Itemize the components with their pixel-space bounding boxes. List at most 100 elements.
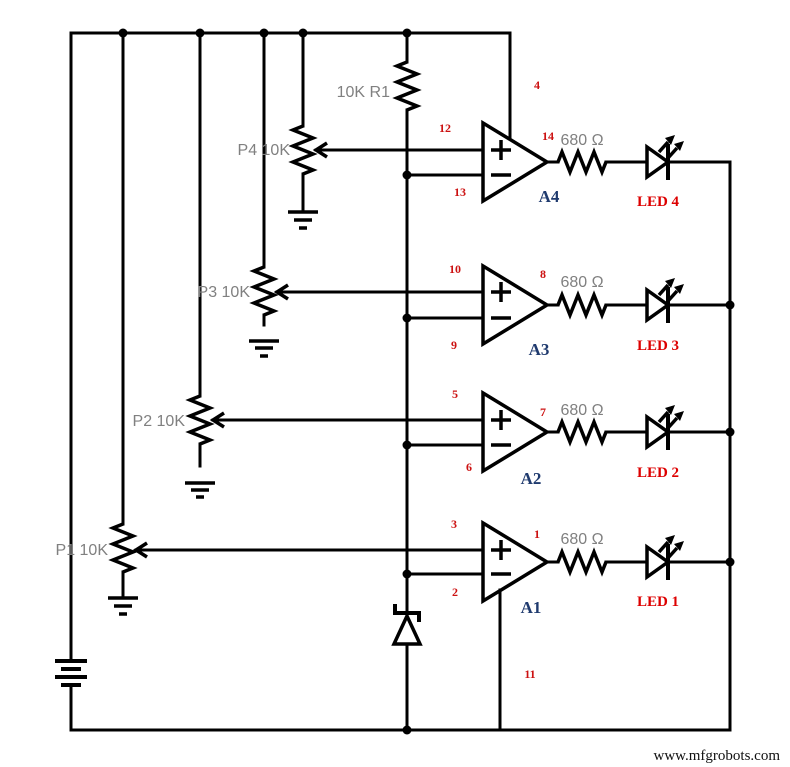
resistor-680-ch1-symbol xyxy=(556,547,608,577)
led3-arrow2 xyxy=(666,289,679,303)
led4-arrow2-head xyxy=(674,141,684,151)
junction-dot xyxy=(402,569,412,579)
opamp-a3 xyxy=(405,262,560,348)
a1-name-label: A1 xyxy=(521,598,542,617)
led1-arrow1 xyxy=(657,540,670,554)
a4-pin-vcc-label: 4 xyxy=(534,78,540,92)
led4-arrow1 xyxy=(657,140,670,154)
channel-4-output xyxy=(556,135,732,181)
channel-2-output xyxy=(556,405,732,451)
opamp-a1 xyxy=(405,519,560,732)
potentiometer-p3 xyxy=(249,31,485,358)
p3-resistor-symbol xyxy=(249,265,279,317)
a2-pin-plus-label: 5 xyxy=(452,387,458,401)
led4-triangle xyxy=(645,143,672,181)
p4-ground-icon xyxy=(288,210,318,230)
led3-label: LED 3 xyxy=(637,338,679,354)
led2-triangle xyxy=(645,413,672,451)
resistor-680-ch4-symbol xyxy=(556,147,608,177)
a4-pin-out-label: 14 xyxy=(542,129,554,143)
led2-arrow2-head xyxy=(674,411,684,421)
led2-arrow1-head xyxy=(665,405,675,415)
p2-ground-icon xyxy=(185,481,215,499)
resistor-680-ch2-symbol xyxy=(556,417,608,447)
r1-label: 10K R1 xyxy=(337,84,390,101)
a1-pin-minus-label: 2 xyxy=(452,585,458,599)
a3-pin-out-label: 8 xyxy=(540,267,546,281)
opamp-a4 xyxy=(405,31,560,205)
p3-ground-icon xyxy=(249,339,279,358)
a3-pin-minus-label: 9 xyxy=(451,338,457,352)
a4-pin-plus-label: 12 xyxy=(439,121,451,135)
p2-wiper-arrow-icon xyxy=(209,411,225,429)
led1-arrow2 xyxy=(666,546,679,560)
led3-arrow1 xyxy=(657,283,670,297)
p4-wiper-arrow-icon xyxy=(312,141,328,159)
led-4-symbol xyxy=(645,135,684,181)
potentiometer-p4 xyxy=(288,31,485,230)
p3-label: P3 10K xyxy=(198,284,251,301)
junction-dot xyxy=(259,28,269,38)
junction-dot xyxy=(725,557,735,567)
resistor-680-ch1-label: 680 Ω xyxy=(560,531,603,548)
a2-triangle-symbol xyxy=(481,389,551,475)
led-2-symbol xyxy=(645,405,684,451)
p2-label: P2 10K xyxy=(133,413,186,430)
resistor-680-ch4-label: 680 Ω xyxy=(560,132,603,149)
led4-arrow2 xyxy=(666,146,679,160)
led1-arrow1-head xyxy=(665,535,675,545)
channel-1-output xyxy=(556,535,732,581)
led4-label: LED 4 xyxy=(637,194,680,210)
junction-dot xyxy=(402,28,412,38)
p2-resistor-symbol xyxy=(185,394,215,446)
led4-arrow1-head xyxy=(665,135,675,145)
junction-dot xyxy=(402,440,412,450)
led1-arrow2-head xyxy=(674,541,684,551)
p4-resistor-symbol xyxy=(288,124,318,176)
a4-triangle-symbol xyxy=(481,119,551,205)
led1-label: LED 1 xyxy=(637,594,679,610)
junction-dot xyxy=(402,170,412,180)
a3-pin-plus-label: 10 xyxy=(449,262,461,276)
junction-dots xyxy=(118,28,735,735)
p1-label: P1 10K xyxy=(56,542,109,559)
a2-name-label: A2 xyxy=(521,469,542,488)
a2-plus-icon xyxy=(491,410,511,430)
battery-symbol xyxy=(55,659,87,687)
resistor-r1-symbol xyxy=(392,60,422,112)
watermark-text: www.mfgrobots.com xyxy=(653,748,780,764)
resistor-680-ch2-label: 680 Ω xyxy=(560,402,603,419)
junction-dot xyxy=(402,725,412,735)
a1-pin-plus-label: 3 xyxy=(451,517,457,531)
a1-pin-gnd-label: 11 xyxy=(524,667,535,681)
led2-arrow1 xyxy=(657,410,670,424)
junction-dot xyxy=(725,300,735,310)
p1-resistor-symbol xyxy=(108,522,138,574)
a1-plus-icon xyxy=(491,540,511,560)
resistor-680-ch3-symbol xyxy=(556,290,608,320)
led3-arrow2-head xyxy=(674,284,684,294)
a4-pin-minus-label: 13 xyxy=(454,185,466,199)
reference-branch xyxy=(391,31,423,732)
p1-ground-icon xyxy=(108,596,138,616)
led-1-symbol xyxy=(645,535,684,581)
zener-diode-symbol xyxy=(391,604,423,646)
labels: 10K R1 P4 10K P3 10K P2 10K P1 10K 680 Ω… xyxy=(56,78,781,764)
a4-plus-icon xyxy=(491,140,511,160)
a1-pin-out-label: 1 xyxy=(534,527,540,541)
junction-dot xyxy=(195,28,205,38)
a3-plus-icon xyxy=(491,282,511,302)
a2-pin-minus-label: 6 xyxy=(466,460,472,474)
p1-wiper-arrow-icon xyxy=(132,541,148,559)
p3-wiper-arrow-icon xyxy=(273,283,289,301)
led2-arrow2 xyxy=(666,416,679,430)
channel-3-output xyxy=(556,278,732,324)
junction-dot xyxy=(298,28,308,38)
junction-dot xyxy=(725,427,735,437)
potentiometer-p2 xyxy=(185,31,485,499)
power-buses xyxy=(69,31,732,732)
a2-pin-out-label: 7 xyxy=(540,405,546,419)
junction-dot xyxy=(118,28,128,38)
